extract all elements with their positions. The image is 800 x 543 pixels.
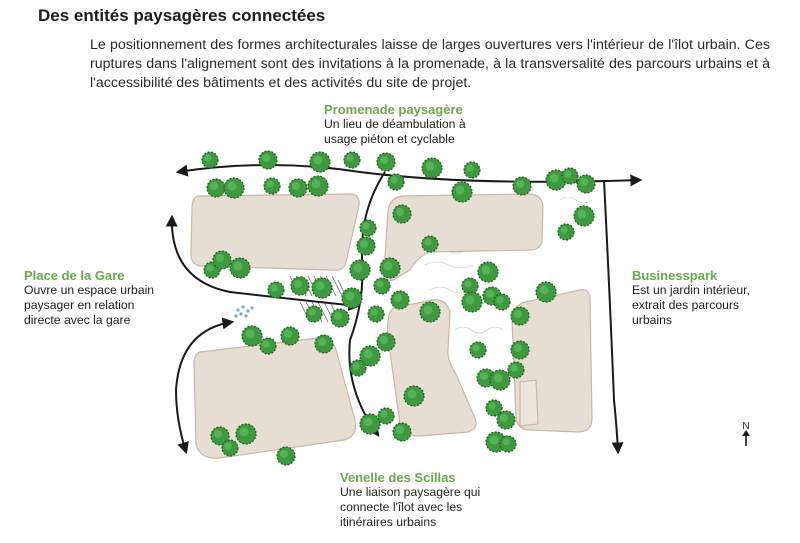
label-promenade-heading: Promenade paysagère (324, 102, 463, 117)
water-feature (234, 305, 254, 318)
tree-canopy (206, 178, 226, 198)
label-gare: Place de la Gare Ouvre un espace urbain … (24, 268, 174, 328)
tree-canopy (421, 157, 443, 179)
tree-canopy (223, 177, 245, 199)
tree-canopy (387, 173, 405, 191)
tree-canopy (359, 345, 381, 367)
tree-canopy (359, 413, 381, 435)
gare-path-north (165, 214, 361, 311)
tree-canopy (377, 407, 395, 425)
tree-canopy (489, 369, 511, 391)
tree-canopy (349, 259, 371, 281)
business-path (603, 179, 624, 455)
tree-canopy (557, 223, 575, 241)
tree-canopy (280, 326, 300, 346)
tree-canopy (258, 150, 278, 170)
building-north-center (383, 193, 544, 281)
tree-canopy (403, 385, 425, 407)
tree-canopy (311, 277, 333, 299)
label-gare-text: Ouvre un espace urbain paysager en relat… (24, 283, 155, 327)
label-gare-heading: Place de la Gare (24, 268, 125, 283)
tree-canopy (305, 305, 323, 323)
north-arrow-icon (742, 430, 750, 446)
tree-canopy (376, 332, 396, 352)
label-business-text: Est un jardin intérieur, extrait des par… (632, 283, 750, 327)
tree-canopy (469, 341, 487, 359)
label-business: Businesspark Est un jardin intérieur, ex… (632, 268, 772, 328)
label-venelle-heading: Venelle des Scillas (340, 470, 456, 485)
tree-canopy (201, 151, 219, 169)
tree-canopy (359, 219, 377, 237)
tree-canopy (212, 250, 232, 270)
tree-canopy (392, 422, 412, 442)
tree-canopy (499, 435, 517, 453)
tree-canopy (307, 175, 329, 197)
tree-canopy (259, 337, 277, 355)
page-title: Des entités paysagères connectées (38, 6, 326, 25)
tree-canopy (229, 257, 251, 279)
tree-canopy (343, 151, 361, 169)
gare-path-south (174, 317, 235, 455)
trees (201, 150, 596, 466)
tree-canopy (330, 308, 350, 328)
tree-canopy (451, 181, 473, 203)
tree-canopy (373, 277, 391, 295)
tree-canopy (221, 439, 239, 457)
label-promenade-text: Un lieu de déambulation à usage piéton e… (324, 117, 466, 146)
tree-canopy (367, 305, 385, 323)
tree-canopy (485, 399, 503, 417)
tree-canopy (392, 204, 412, 224)
tree-canopy (493, 293, 511, 311)
tree-canopy (235, 423, 257, 445)
tree-canopy (314, 334, 334, 354)
tree-canopy (507, 361, 525, 379)
tree-canopy (576, 174, 596, 194)
tree-canopy (461, 291, 483, 313)
building-east-annex (519, 379, 539, 427)
tree-canopy (535, 281, 557, 303)
tree-canopy (477, 261, 499, 283)
tree-canopy (349, 359, 367, 377)
tree-canopy (545, 169, 567, 191)
tree-canopy (463, 161, 481, 179)
tree-canopy (390, 290, 410, 310)
north-label: N (742, 421, 750, 432)
tree-canopy (379, 257, 401, 279)
tree-canopy (210, 426, 230, 446)
tree-canopy (288, 178, 308, 198)
tree-canopy (510, 306, 530, 326)
tree-canopy (267, 281, 285, 299)
tree-canopy (461, 277, 479, 295)
tree-canopy (376, 152, 396, 172)
label-promenade: Promenade paysagère Un lieu de déambulat… (324, 102, 494, 147)
tree-canopy (356, 236, 376, 256)
tree-canopy (341, 287, 363, 309)
tree-canopy (419, 301, 441, 323)
tree-canopy (573, 205, 595, 227)
tree-canopy (241, 325, 263, 347)
tree-canopy (276, 446, 296, 466)
tree-canopy (510, 340, 530, 360)
label-venelle: Venelle des Scillas Une liaison paysagèr… (340, 470, 500, 530)
tree-canopy (496, 410, 516, 430)
tree-canopy (561, 167, 579, 185)
tree-canopy (309, 151, 331, 173)
label-business-heading: Businesspark (632, 268, 718, 283)
tree-canopy (421, 235, 439, 253)
intro-paragraph: Le positionnement des formes architectur… (90, 37, 770, 91)
label-venelle-text: Une liaison paysagère qui connecte l'îlo… (340, 485, 481, 529)
tree-canopy (290, 276, 310, 296)
tree-canopy (263, 177, 281, 195)
tree-canopy (512, 176, 532, 196)
